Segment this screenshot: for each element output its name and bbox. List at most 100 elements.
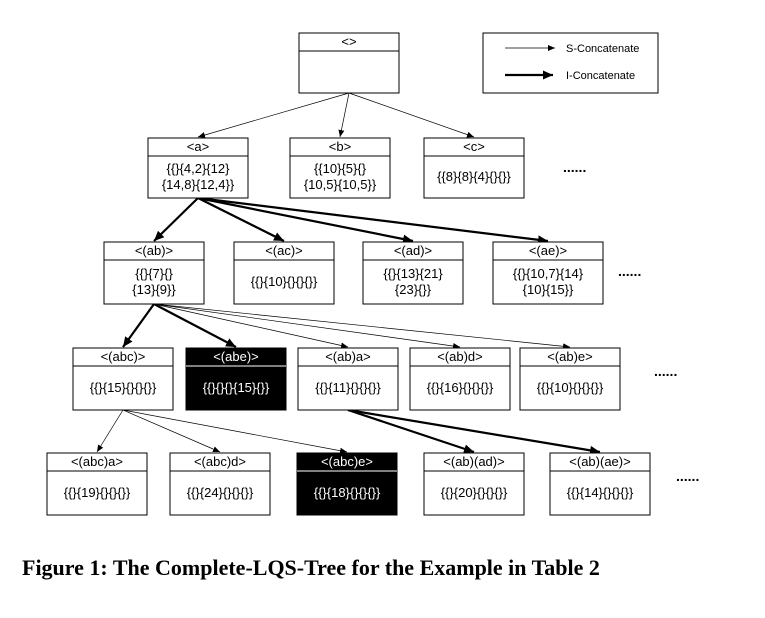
node-content-line: {{}{10}{}{}{}} <box>251 274 318 289</box>
node-content-line: {{}{20}{}{}{}} <box>441 485 508 500</box>
node-content-line: {13}{9}} <box>132 282 176 297</box>
node-label: <(ad)> <box>394 243 432 258</box>
node-label: <(abc)e> <box>321 454 373 469</box>
node-content-line: {23}{}} <box>395 282 432 297</box>
node-content-line: {{10}{5}{} <box>314 161 367 176</box>
legend-box <box>482 32 659 94</box>
legend-s-label: S-Concatenate <box>566 43 639 55</box>
node-box <box>409 347 511 411</box>
node-content-line: {{}{13}{21} <box>383 266 443 281</box>
node-box <box>72 347 174 411</box>
node-box <box>289 137 391 199</box>
node-content-line: {{}{11}{}{}{}} <box>315 380 381 395</box>
lqs-tree-diagram: <> <a> {{}{4,2}{12}{14,8}{12,4}} <b> {{10}{5… <box>46 32 699 516</box>
node-box <box>298 32 400 94</box>
node-content-line: {{}{15}{}{}{}} <box>90 380 157 395</box>
node-content-line: {{}{10,7}{14} <box>513 266 584 281</box>
node-box <box>296 452 398 516</box>
node-label: <(abc)d> <box>194 454 246 469</box>
node-content-line: {{}{}{}{15}{}} <box>203 380 270 395</box>
node-label: <> <box>341 34 356 49</box>
i-concatenate-edge-ab_a-to-ab_ae <box>347 408 601 455</box>
node-box <box>46 452 148 516</box>
s-concatenate-edge-ab-to-ab_d <box>153 303 461 349</box>
i-concatenate-edge-ab_a-to-ab_ad <box>347 408 475 454</box>
ellipsis-row-4: ...... <box>676 468 699 484</box>
node-content-line: {{}{7}{} <box>135 266 173 281</box>
node-content-line: {{}{19}{}{}{}} <box>64 485 131 500</box>
i-concatenate-edge-a-to-ae <box>197 196 549 245</box>
tree-node-b: <b>{{10}{5}{}{10,5}{10,5}} <box>289 137 391 199</box>
node-content-line: {{}{16}{}{}{}} <box>427 380 494 395</box>
s-concatenate-edge-root-to-a <box>197 92 350 138</box>
tree-node-ab_ad: <(ab)(ad)> {{}{20}{}{}{}} <box>423 452 525 516</box>
s-concatenate-edge-abc-to-abc_e <box>122 409 348 454</box>
tree-node-abc_a: <(abc)a>{{}{19}{}{}{}} <box>46 452 148 516</box>
node-label: <(abc)> <box>101 349 146 364</box>
node-content-line: {10}{15}} <box>523 282 574 297</box>
node-box <box>423 452 525 516</box>
node-label: <(ab)(ad)> <box>443 454 504 469</box>
node-label: <(ab)(ae)> <box>569 454 630 469</box>
node-box <box>147 137 249 199</box>
tree-node-ae: <(ae)> {{}{10,7}{14}{10}{15}} <box>492 241 604 305</box>
node-box <box>549 452 651 516</box>
node-box <box>492 241 604 305</box>
i-concatenate-edge-ab-to-abe <box>153 303 237 348</box>
node-content-line: {14,8}{12,4}} <box>162 177 235 192</box>
s-concatenate-edge-abc-to-abc_d <box>122 409 221 453</box>
tree-node-ab_e: <(ab)e> {{}{10}{}{}{}} <box>519 347 621 411</box>
node-content-line: {{}{14}{}{}{}} <box>567 485 634 500</box>
node-box <box>423 137 525 199</box>
node-label: <(ab)e> <box>547 349 593 364</box>
node-box <box>185 347 287 411</box>
node-box <box>233 241 335 305</box>
node-label: <b> <box>329 139 351 154</box>
legend: S-Concatenate I-Concatenate <box>482 32 659 94</box>
node-content-line: {{}{18}{}{}{}} <box>314 485 381 500</box>
node-label: <c> <box>463 139 485 154</box>
legend-i-label: I-Concatenate <box>566 70 635 82</box>
tree-node-c: <c> {{8}{8}{4}{}{}} <box>423 137 525 199</box>
tree-node-ab_d: <(ab)d> {{}{16}{}{}{}} <box>409 347 511 411</box>
tree-node-ab_a: <(ab)a> {{}{11}{}{}{}} <box>297 347 399 411</box>
node-content-line: {{8}{8}{4}{}{}} <box>437 169 511 184</box>
node-box <box>519 347 621 411</box>
tree-node-root: <> <box>298 32 400 94</box>
node-label: <(ab)d> <box>437 349 483 364</box>
node-content-line: {{}{24}{}{}{}} <box>187 485 254 500</box>
s-concatenate-edge-abc-to-abc_a <box>96 409 124 453</box>
i-concatenate-edge-ab-to-abc <box>122 303 155 348</box>
node-label: <(abe)> <box>213 349 259 364</box>
node-box <box>297 347 399 411</box>
tree-node-ac: <(ac)> {{}{10}{}{}{}} <box>233 241 335 305</box>
tree-node-abc_d: <(abc)d> {{}{24}{}{}{}} <box>169 452 271 516</box>
tree-node-ad: <(ad)> {{}{13}{21}{23}{}} <box>362 241 464 305</box>
node-label: <(ac)> <box>265 243 303 258</box>
node-box <box>103 241 205 305</box>
tree-node-abc: <(abc)> {{}{15}{}{}{}} <box>72 347 174 411</box>
node-content-line: {{}{10}{}{}{}} <box>537 380 604 395</box>
s-concatenate-edge-root-to-c <box>348 92 475 138</box>
figure-caption: Figure 1: The Complete-LQS-Tree for the … <box>22 555 600 580</box>
s-concatenate-edge-ab-to-ab_a <box>153 303 349 349</box>
i-concatenate-edge-a-to-ab <box>153 197 199 242</box>
node-label: <(ae)> <box>529 243 567 258</box>
node-label: <(ab)> <box>135 243 173 258</box>
nodes-layer: <> <a> {{}{4,2}{12}{14,8}{12,4}} <b> {{10}{5… <box>46 32 651 516</box>
node-box <box>362 241 464 305</box>
ellipsis-row-3: ...... <box>654 363 677 379</box>
node-box <box>169 452 271 516</box>
tree-node-ab_ae: <(ab)(ae)> {{}{14}{}{}{}} <box>549 452 651 516</box>
node-label: <(ab)a> <box>325 349 371 364</box>
tree-node-abc_e: <(abc)e> {{}{18}{}{}{}} <box>296 452 398 516</box>
node-content-line: {{}{4,2}{12} <box>167 161 231 176</box>
ellipsis-row-2: ...... <box>618 263 641 279</box>
tree-node-a: <a> {{}{4,2}{12}{14,8}{12,4}} <box>147 137 249 199</box>
i-concatenate-edge-a-to-ac <box>197 197 285 242</box>
s-concatenate-edge-root-to-b <box>338 92 350 138</box>
tree-node-abe: <(abe)> {{}{}{}{15}{}} <box>185 347 287 411</box>
node-label: <a> <box>187 139 209 154</box>
tree-node-ab: <(ab)> {{}{7}{}{13}{9}} <box>103 241 205 305</box>
edges-layer <box>96 92 601 455</box>
